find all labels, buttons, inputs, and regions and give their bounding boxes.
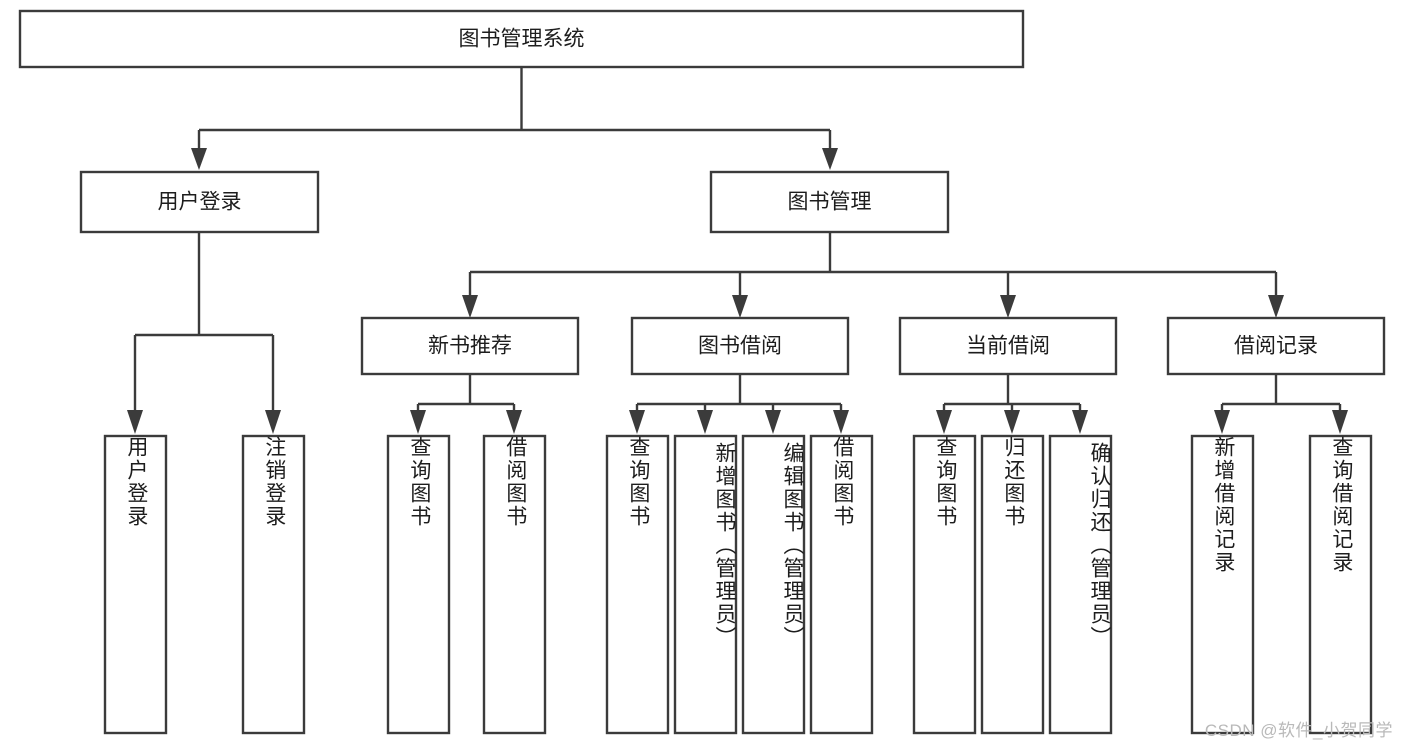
node-new-book-recommend[interactable]: 新书推荐 [360, 316, 580, 376]
arrow-head-leaf-book-borrow-1 [629, 410, 645, 434]
leaf-box-current-borrow-2[interactable] [980, 434, 1045, 735]
connector-book-manage-to-level3 [462, 232, 1284, 318]
arrow-head-leaf-book-borrow-2 [697, 410, 713, 434]
node-book-borrow[interactable]: 图书借阅 [630, 316, 850, 376]
leaf-box-user-login-1[interactable] [103, 434, 168, 735]
connector-borrow-record-to-leaves [1214, 374, 1348, 434]
leaf-box-book-borrow-1[interactable] [605, 434, 670, 735]
node-book-borrow-box [630, 316, 850, 376]
connector-new-book-to-leaves [410, 374, 522, 434]
arrow-head-leaf-current-borrow-2 [1004, 410, 1020, 434]
node-current-borrow[interactable]: 当前借阅 [898, 316, 1118, 376]
leaf-box-current-borrow-3[interactable] [1048, 434, 1113, 735]
arrow-head-leaf-user-login-1 [127, 410, 143, 434]
leaf-box-borrow-record-2[interactable] [1308, 434, 1373, 735]
leaf-box-book-borrow-4[interactable] [809, 434, 874, 735]
arrow-head-leaf-borrow-record-1 [1214, 410, 1230, 434]
node-borrow-record-label: 借阅记录 [1234, 335, 1318, 358]
node-borrow-record[interactable]: 借阅记录 [1166, 316, 1386, 376]
arrow-head-book-borrow [732, 295, 748, 318]
node-root-label: 图书管理系统 [459, 28, 585, 51]
arrow-head-leaf-new-book-2 [506, 410, 522, 434]
leaf-box-user-login-2[interactable] [241, 434, 306, 735]
node-user-login[interactable]: 用户登录 [79, 170, 320, 234]
arrow-head-user-login [191, 148, 207, 170]
node-new-book-recommend-box [360, 316, 580, 376]
leaf-box-new-book-2[interactable] [482, 434, 547, 735]
connector-book-borrow-to-leaves [629, 374, 849, 434]
leaf-box-book-borrow-2[interactable] [673, 434, 738, 735]
node-root-book-management-system[interactable]: 图书管理系统 [18, 9, 1025, 69]
leaf-box-current-borrow-1[interactable] [912, 434, 977, 735]
node-current-borrow-label: 当前借阅 [966, 335, 1050, 358]
arrow-head-leaf-current-borrow-1 [936, 410, 952, 434]
node-book-borrow-label: 图书借阅 [698, 335, 782, 358]
arrow-head-current-borrow [1000, 295, 1016, 318]
connector-user-login-to-leaves [127, 232, 281, 434]
node-book-management-label: 图书管理 [788, 191, 872, 214]
arrow-head-leaf-borrow-record-2 [1332, 410, 1348, 434]
arrow-head-leaf-new-book-1 [410, 410, 426, 434]
leaf-box-book-borrow-3[interactable] [741, 434, 806, 735]
connector-current-borrow-to-leaves [936, 374, 1088, 434]
arrow-head-leaf-current-borrow-3 [1072, 410, 1088, 434]
arrow-head-new-book-recommend [462, 295, 478, 318]
node-current-borrow-box [898, 316, 1118, 376]
connector-root-to-level2 [191, 67, 838, 170]
arrow-head-borrow-record [1268, 295, 1284, 318]
leaf-box-borrow-record-1[interactable] [1190, 434, 1255, 735]
node-user-login-box [79, 170, 320, 234]
node-book-management-box [709, 170, 950, 234]
node-new-book-recommend-label: 新书推荐 [428, 335, 512, 358]
leaf-box-new-book-1[interactable] [386, 434, 451, 735]
arrow-head-book-manage [822, 148, 838, 170]
csdn-watermark: CSDN @软件_小贺同学 [1204, 721, 1393, 740]
node-user-login-label: 用户登录 [158, 191, 242, 214]
arrow-head-leaf-book-borrow-3 [765, 410, 781, 434]
arrow-head-leaf-user-login-2 [265, 410, 281, 434]
node-borrow-record-box [1166, 316, 1386, 376]
arrow-head-leaf-book-borrow-4 [833, 410, 849, 434]
node-root-box [18, 9, 1025, 69]
node-book-management[interactable]: 图书管理 [709, 170, 950, 234]
